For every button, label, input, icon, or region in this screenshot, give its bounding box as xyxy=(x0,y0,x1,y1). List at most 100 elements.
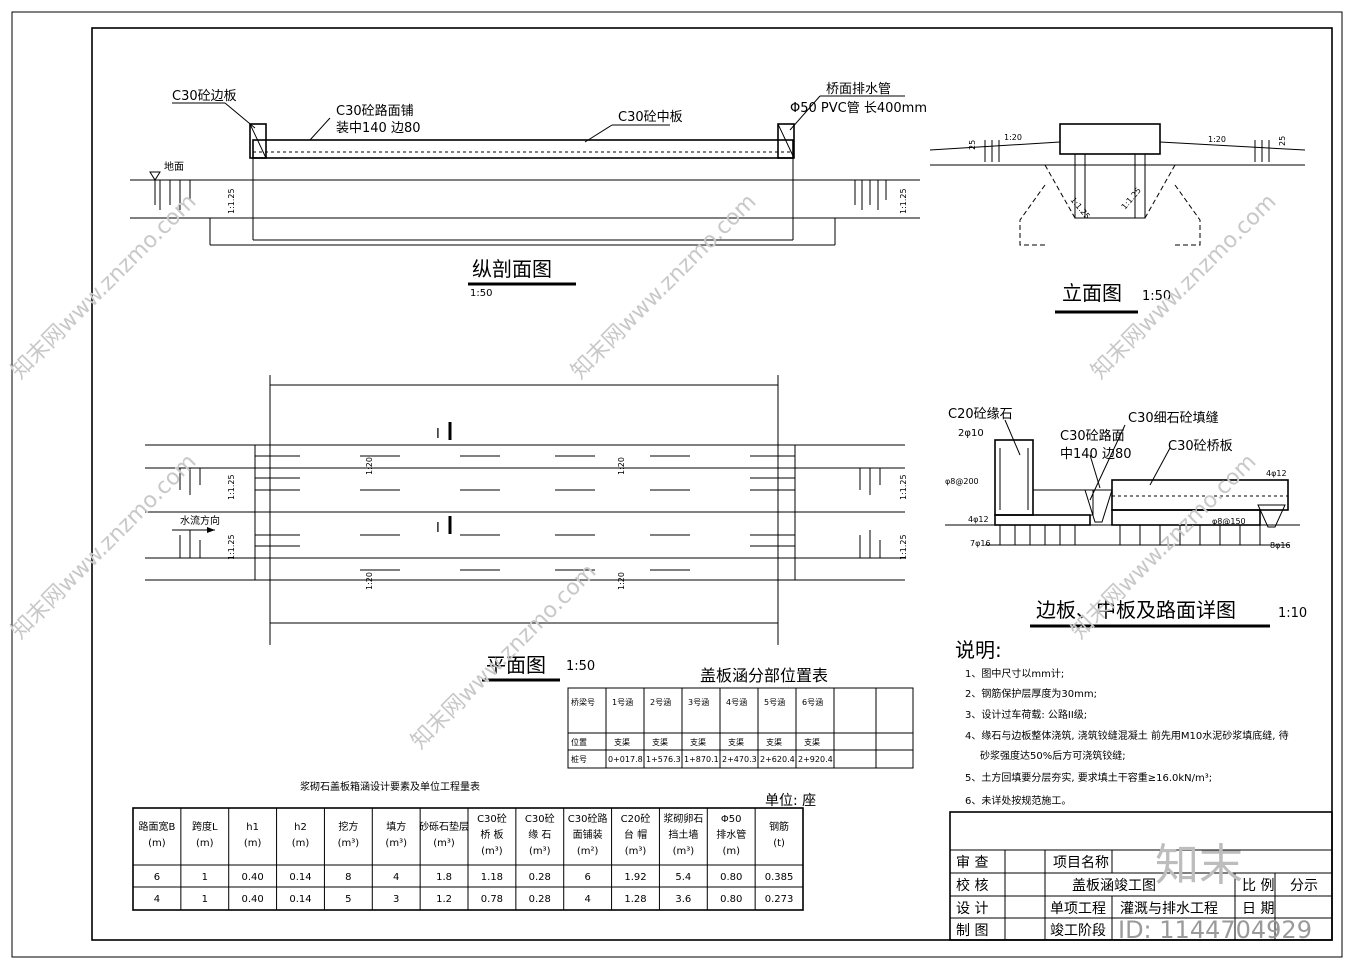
label-deck-2: 装中140 边80 xyxy=(336,121,421,136)
quantity-cell: 6 xyxy=(154,872,160,883)
quantity-header-cell: (m) xyxy=(722,846,740,857)
title-block: 审 查 校 核 设 计 制 图 项目名称 盖板涵竣工图 单项工程 灌溉与排水工程… xyxy=(949,811,1333,941)
quantity-header-cell: 砂砾石垫层 xyxy=(419,820,469,833)
elev-slope-a: 1:1.25 xyxy=(1068,196,1091,221)
loc-col-3-pos: 支渠 xyxy=(728,737,744,747)
loc-col-1-name: 2号涵 xyxy=(650,698,671,707)
label-8phi16: 8φ16 xyxy=(1270,541,1291,550)
quantity-header-cell: 缘 石 xyxy=(528,828,551,841)
label-pvc: Φ50 PVC管 长400mm xyxy=(790,101,927,116)
note-1: 1、图中尺寸以mm计; xyxy=(965,667,1064,680)
quantity-cell: 0.28 xyxy=(529,872,551,883)
label-deck-detail-2: 中140 边80 xyxy=(1060,447,1132,462)
quantity-cell: 1.2 xyxy=(436,894,452,905)
quantity-header-cell: (t) xyxy=(773,838,785,849)
label-phi8-200: φ8@200 xyxy=(945,477,979,486)
section-mark-bottom: I xyxy=(436,521,440,536)
quantity-cell: 4 xyxy=(393,872,399,883)
quantity-cell: 0.80 xyxy=(720,872,742,883)
label-7phi16: 7φ16 xyxy=(970,539,991,548)
quantity-cell: 4 xyxy=(584,894,590,905)
loc-col-1-station: 1+576.3 xyxy=(646,755,681,764)
loc-col-1-pos: 支渠 xyxy=(652,737,668,747)
label-drain-pipe: 桥面排水管 xyxy=(826,82,891,97)
quantity-cell: 1.92 xyxy=(624,872,646,883)
quantity-cell: 0.78 xyxy=(481,894,503,905)
tb-sub-project-label: 单项工程 xyxy=(1050,901,1106,917)
label-curb: C20砼缘石 xyxy=(948,407,1013,422)
loc-col-5-station: 2+920.4 xyxy=(798,755,833,764)
loc-col-4-pos: 支渠 xyxy=(766,737,782,747)
note-4: 4、缘石与边板整体浇筑, 浇筑铰缝混凝土 前先用M10水泥砂浆填底缝, 待 xyxy=(965,729,1289,742)
title-detail: 边板、中板及路面详图 xyxy=(1036,598,1236,622)
plan-inner-slope-1: 1:20 xyxy=(365,457,374,475)
quantity-header-cell: 跨度L xyxy=(192,820,218,833)
quantity-header-cell: C30砼路 xyxy=(568,812,608,825)
quantity-header-cell: (m³) xyxy=(625,846,647,857)
plan-slope-4: 1:1.25 xyxy=(899,534,908,560)
tb-drawing-name: 盖板涵竣工图 xyxy=(1072,878,1156,894)
title-plan: 平面图 xyxy=(486,653,546,677)
quantity-header-cell: (m³) xyxy=(673,846,695,857)
loc-row-label-0: 桥梁号 xyxy=(571,697,595,707)
plan-slope-2: 1:1.25 xyxy=(227,534,236,560)
location-table: 盖板涵分部位置表 桥梁号 位置 桩号 1号涵 2号涵 3号涵 4号涵 5号涵 6… xyxy=(567,666,914,769)
label-bridge-slab: C30砼桥板 xyxy=(1168,439,1233,454)
watermark-5: 知末网www.znzmo.com xyxy=(407,559,602,754)
quantity-cell: 1.18 xyxy=(481,872,503,883)
title-longitudinal: 纵剖面图 xyxy=(472,257,552,281)
quantity-header-cell: h1 xyxy=(246,822,259,833)
note-3: 3、设计过车荷载: 公路II级; xyxy=(965,708,1087,721)
loc-col-2-pos: 支渠 xyxy=(690,737,706,747)
tb-review: 审 查 xyxy=(956,855,988,871)
outer-border xyxy=(11,11,1343,958)
notes: 说明: 1、图中尺寸以mm计; 2、钢筋保护层厚度为30mm; 3、设计过车荷载… xyxy=(955,638,1289,807)
tb-scale-value: 分示 xyxy=(1290,878,1318,894)
quantity-cell: 8 xyxy=(345,872,351,883)
label-4phi12-left: 4φ12 xyxy=(968,515,989,524)
title-elevation: 立面图 xyxy=(1062,281,1122,305)
quantity-header-cell: (m²) xyxy=(577,846,599,857)
quantity-header-cell: (m³) xyxy=(433,838,455,849)
quantity-cell: 0.28 xyxy=(529,894,551,905)
label-edge-slab: C30砼边板 xyxy=(172,89,237,104)
loc-col-3-name: 4号涵 xyxy=(726,698,747,707)
quantity-header-cell: (m³) xyxy=(385,838,407,849)
flow-direction: 水流方向 xyxy=(180,514,220,527)
quantity-cell: 5 xyxy=(345,894,351,905)
quantity-header-cell: (m) xyxy=(292,838,310,849)
quantity-header-cell: (m) xyxy=(196,838,214,849)
quantity-cell: 0.40 xyxy=(242,872,264,883)
quantity-header-cell: (m³) xyxy=(529,846,551,857)
plan-inner-slope-4: 1:20 xyxy=(617,572,626,590)
notes-title: 说明: xyxy=(955,638,1002,662)
quantity-cell: 1 xyxy=(202,894,208,905)
inner-border xyxy=(91,27,1333,941)
elev-slope-right: 1:20 xyxy=(1208,135,1226,144)
quantity-table-title: 浆砌石盖板箱涵设计要素及单位工程量表 xyxy=(300,780,480,793)
quantity-header-cell: 钢筋 xyxy=(769,820,789,833)
loc-row-label-2: 桩号 xyxy=(571,754,587,764)
watermark-1: 知末网www.znzmo.com xyxy=(7,189,202,384)
note-4b: 砂浆强度达50%后方可浇筑铰缝; xyxy=(980,749,1126,762)
note-2: 2、钢筋保护层厚度为30mm; xyxy=(965,687,1097,700)
quantity-cell: 0.385 xyxy=(765,872,794,883)
quantity-header-cell: (m³) xyxy=(338,838,360,849)
loc-col-4-station: 2+620.4 xyxy=(760,755,795,764)
loc-col-3-station: 2+470.3 xyxy=(722,755,757,764)
quantity-header-cell: 面铺装 xyxy=(573,828,603,841)
tb-design: 设 计 xyxy=(956,901,988,917)
label-ground: 地面 xyxy=(164,160,184,173)
elev-25-right: 25 xyxy=(1278,136,1287,146)
quantity-cell: 3.6 xyxy=(675,894,691,905)
quantity-cell: 4 xyxy=(154,894,160,905)
slope-right: 1:1.25 xyxy=(899,188,908,214)
detail-view: C20砼缘石 2φ10 C30砼路面 中140 边80 C30细石砼填缝 C30… xyxy=(945,407,1307,628)
plan-inner-slope-3: 1:20 xyxy=(617,457,626,475)
tb-draw: 制 图 xyxy=(956,923,988,939)
quantity-header-cell: C20砼 xyxy=(621,812,651,825)
quantity-cell: 0.14 xyxy=(289,872,311,883)
plan-slope-1: 1:1.25 xyxy=(227,474,236,500)
loc-col-5-pos: 支渠 xyxy=(804,737,820,747)
